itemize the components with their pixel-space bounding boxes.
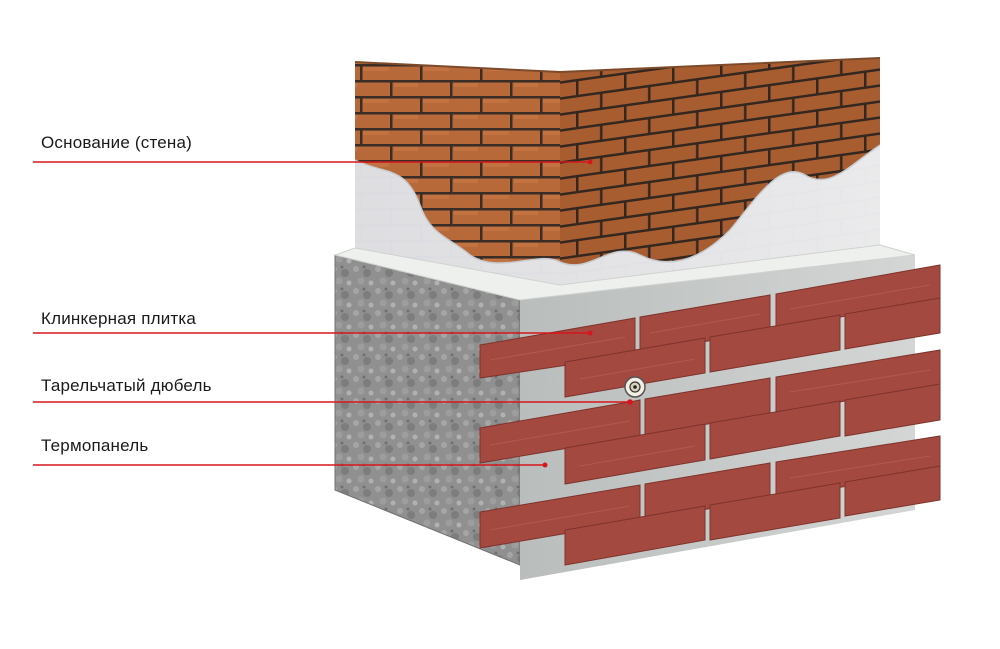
leader-lines	[33, 161, 630, 466]
label-base-wall: Основание (стена)	[41, 133, 193, 152]
leader-dots	[542, 159, 633, 468]
tile-texture	[489, 284, 931, 531]
insulation-layer	[354, 144, 881, 290]
label-plate-dowel: Тарельчатый дюбель	[41, 376, 212, 395]
label-clinker-tile: Клинкерная плитка	[41, 309, 197, 328]
label-thermopanel: Термопанель	[41, 436, 149, 455]
plate-dowel-icon	[624, 376, 646, 398]
